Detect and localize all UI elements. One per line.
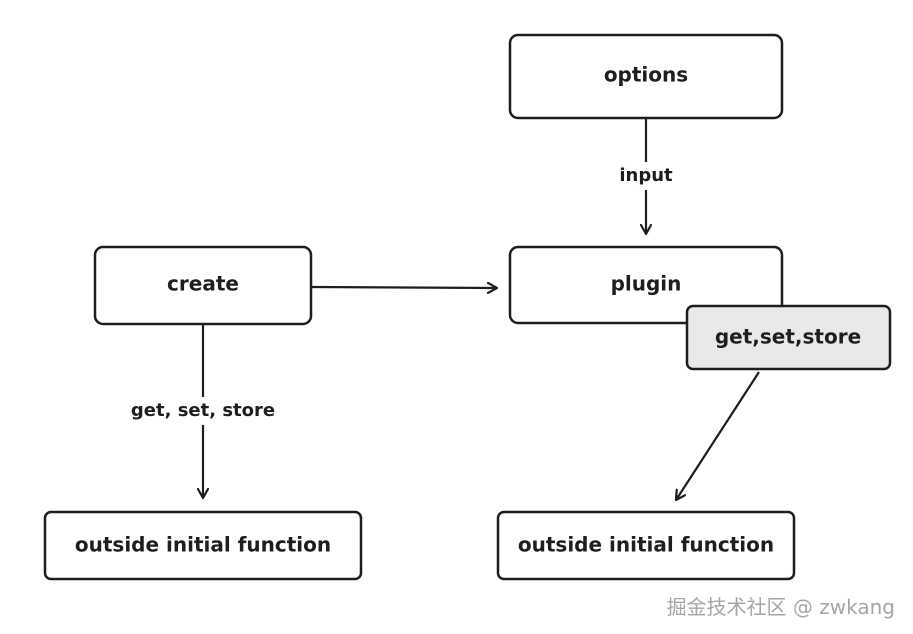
edge-label-input: input (619, 165, 673, 186)
edge-label-get-set-store: get, set, store (131, 400, 275, 421)
node-plugin: plugin (508, 245, 784, 325)
watermark-text: 掘金技术社区 @ zwkang (666, 595, 895, 619)
edge-create-to-plugin (311, 287, 497, 288)
node-create-label: create (167, 272, 239, 296)
node-outside-left: outside initial function (43, 510, 363, 581)
node-options: options (508, 33, 784, 120)
node-outside-right: outside initial function (496, 510, 796, 581)
node-outside-left-label: outside initial function (75, 533, 331, 557)
node-plugin-output-label: get,set,store (715, 325, 861, 349)
edge-plugin-output-to-outside (676, 371, 760, 500)
node-outside-right-label: outside initial function (518, 533, 774, 557)
node-create: create (93, 245, 313, 326)
node-plugin-output: get,set,store (685, 304, 892, 371)
node-options-label: options (604, 63, 688, 87)
node-plugin-label: plugin (611, 272, 682, 296)
